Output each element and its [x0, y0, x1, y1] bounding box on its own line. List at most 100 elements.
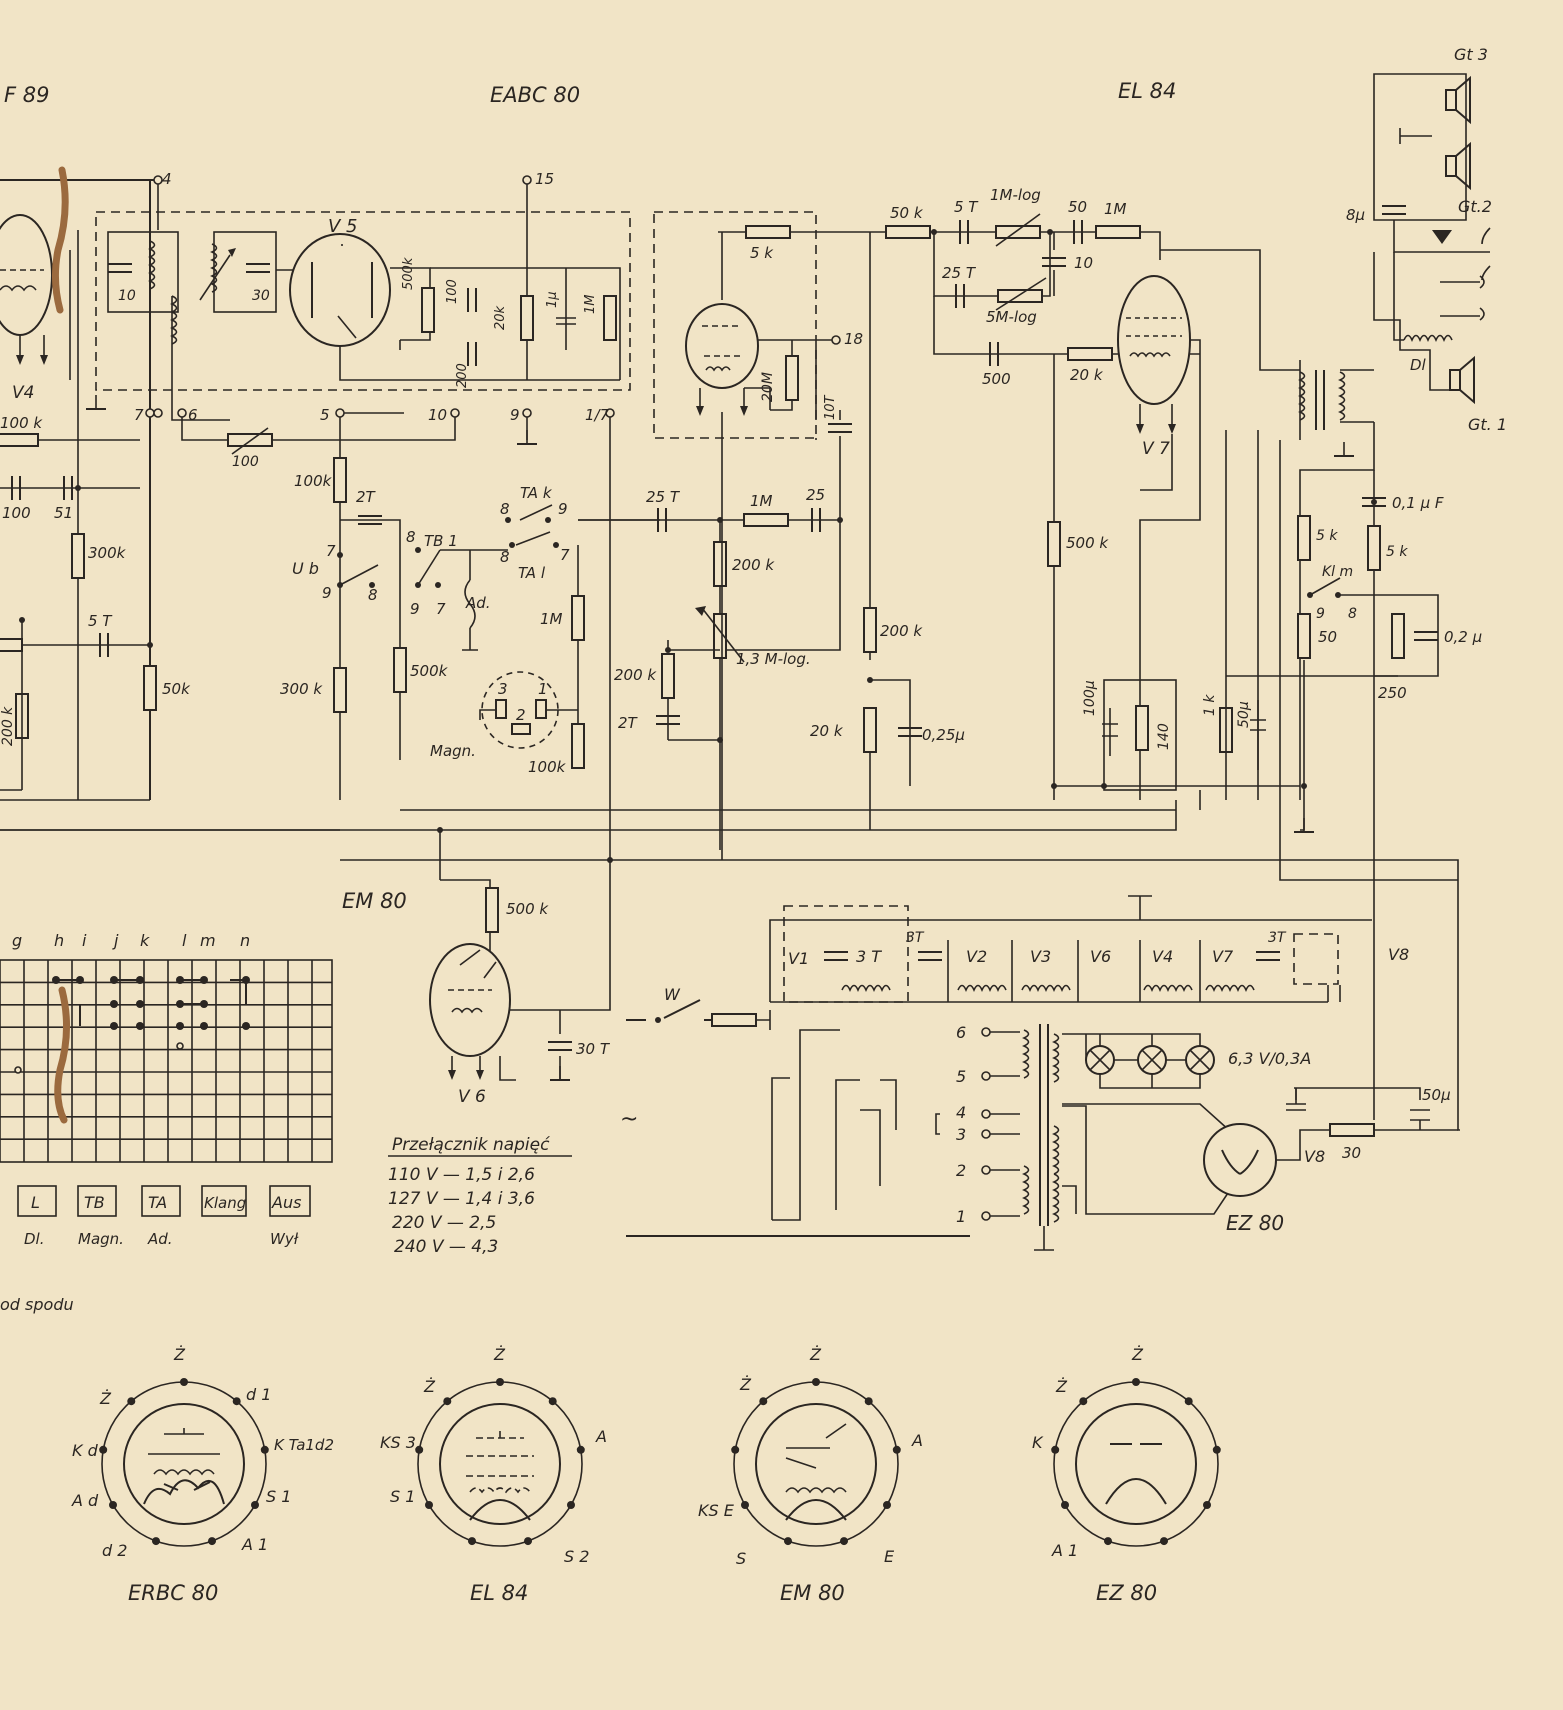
label-r1m-lo: 1M — [540, 610, 563, 628]
tap-1: 1 — [956, 1207, 966, 1226]
key-l[interactable]: L Dl. — [17, 1185, 57, 1248]
label-r30: 30 — [1342, 1144, 1361, 1162]
key-klang[interactable]: Klang — [201, 1185, 247, 1217]
base-pin-dot — [883, 1501, 891, 1509]
key-aus-label: Aus — [271, 1193, 301, 1212]
speaker-dl: Dl — [1410, 356, 1427, 374]
label-r1k: 1 k — [1202, 694, 1218, 716]
base-pin-dot — [1160, 1537, 1168, 1546]
label-r20k-low: 20 k — [810, 722, 844, 740]
bank-grid — [0, 960, 332, 1162]
bank-col-m: m — [200, 931, 216, 950]
base-pin-dot — [415, 1445, 424, 1454]
bank-col-l: l — [182, 931, 187, 950]
base-ez80-pin-3: Ż — [1055, 1377, 1068, 1396]
key-tb-caption: Magn. — [78, 1230, 124, 1248]
base-ez80-pin-1: K — [1032, 1433, 1044, 1452]
socket-pin-1: 1 — [538, 680, 548, 698]
ref-v8: V8 — [1304, 1147, 1325, 1166]
key-tb-label: TB — [84, 1193, 105, 1212]
label-c25t: 25 T — [646, 488, 681, 506]
bank-col-i: i — [82, 931, 87, 950]
bank-col-h: h — [54, 931, 64, 950]
title-el84: EL 84 — [1118, 79, 1176, 103]
base-pin-dot — [468, 1537, 476, 1546]
base-eabc80-caption: ERBC 80 — [128, 1581, 218, 1605]
label-r20m: 20M — [760, 372, 776, 402]
heater-v1: V1 — [788, 949, 809, 968]
heater-c3t-b: 3T — [906, 930, 925, 946]
base-pin-dot — [1079, 1397, 1088, 1406]
base-el84-pin-0: Ż — [493, 1345, 506, 1364]
switch-label-tb1: TB 1 — [424, 532, 458, 550]
speaker-gt1: Gt. 1 — [1468, 415, 1507, 434]
base-pin-dot — [152, 1537, 160, 1546]
key-tb[interactable]: TB Magn. — [77, 1185, 124, 1248]
stage-ef89: V4 100 k 100 51 300k 5 T 50k 200 k — [0, 166, 340, 831]
label-r100k-lo: 100k — [528, 758, 567, 776]
base-pin-dot — [1104, 1537, 1112, 1546]
terminal-10: 10 — [428, 406, 447, 424]
terminal-1-7: 1/7 — [585, 406, 610, 424]
ref-v5: V 5 — [328, 216, 358, 237]
bank-col-j: j — [112, 931, 119, 950]
tube-v8 — [1203, 1123, 1277, 1197]
switch-n8d: 8 — [500, 548, 510, 566]
switch-bank: g h i j k l m n L Dl. — [0, 931, 333, 1314]
ref-ez80: EZ 80 — [1226, 1211, 1284, 1235]
base-ez80-pin-0: Ż — [1131, 1345, 1144, 1364]
base-el84-pin-3: S 1 — [390, 1487, 415, 1506]
base-el84-pin-5: Ż — [423, 1377, 436, 1396]
bank-contacts — [14, 976, 250, 1074]
label-r1m-mid: 1M — [750, 492, 773, 510]
base-em80-pin-3: S — [736, 1549, 746, 1568]
heater-c3t-a: 3 T — [856, 947, 882, 966]
label-c25t-top: 25 T — [942, 264, 977, 282]
key-ta-label: TA — [148, 1193, 167, 1212]
base-eabc80-pin-7: K d — [72, 1441, 99, 1460]
base-eabc80-pin-2: K Ta1d2 — [274, 1436, 334, 1454]
socket-pin-2: 2 — [516, 706, 526, 724]
label-r300k-v4: 300k — [88, 544, 127, 562]
base-em80-pin-1: A — [911, 1431, 923, 1450]
label-c100-v4: 100 — [2, 504, 31, 522]
label-c10: 10 — [118, 288, 136, 304]
label-r250: 250 — [1378, 684, 1407, 702]
tone-network: 25 T 1M 25 200 k 1,3 M-log. 200 k 2T — [578, 486, 843, 850]
tap-4: 4 — [956, 1103, 966, 1122]
label-r1m-v5: 1M — [583, 295, 598, 315]
key-ta[interactable]: TA Ad. — [141, 1185, 181, 1248]
label-r50k-top: 50 k — [890, 204, 924, 222]
tap-3: 3 — [956, 1125, 966, 1144]
base-pin-dot — [260, 1445, 269, 1454]
tube-triode — [685, 303, 759, 389]
label-c30t: 30 T — [576, 1040, 611, 1058]
label-c02: 0,2 μ — [1444, 628, 1482, 646]
label-c2t-low: 2T — [618, 714, 639, 732]
base-pin-dot — [864, 1397, 873, 1406]
key-aus[interactable]: Aus Wył — [269, 1185, 311, 1248]
label-c5t-mid: 5 T — [88, 612, 113, 630]
label-pot1mlog: 1M-log — [990, 186, 1041, 204]
bank-keys: L Dl. TB Magn. TA Ad. Klang Aus Wył — [17, 1185, 311, 1248]
label-c100-v5: 100 — [445, 279, 460, 304]
label-r200k-low: 200 k — [614, 666, 657, 684]
base-pin-dot — [443, 1397, 452, 1406]
switch-n7b: 7 — [436, 600, 446, 618]
base-eabc80-pin-5: d 2 — [102, 1541, 127, 1560]
voltage-selector-title: Przełącznik napięć — [392, 1135, 550, 1155]
base-pin-dot — [109, 1501, 117, 1509]
base-eabc80-pin-8: Ż — [99, 1389, 112, 1408]
terminal-6: 6 — [188, 406, 198, 424]
base-pin-dot — [99, 1445, 108, 1454]
base-pin-dot — [567, 1501, 575, 1509]
base-el84-caption: EL 84 — [470, 1581, 528, 1605]
base-eabc80-pin-0: Ż — [173, 1345, 186, 1364]
base-pin-dot — [840, 1537, 848, 1546]
base-pin-dot — [576, 1445, 585, 1454]
terminal-9: 9 — [510, 406, 520, 424]
ref-v7: V 7 — [1142, 439, 1170, 459]
base-pin-dot — [1061, 1501, 1069, 1509]
label-c1u: 1μ — [545, 291, 560, 308]
voltage-selector: Przełącznik napięć 110 V — 1,5 i 2,6 127… — [388, 1135, 572, 1257]
